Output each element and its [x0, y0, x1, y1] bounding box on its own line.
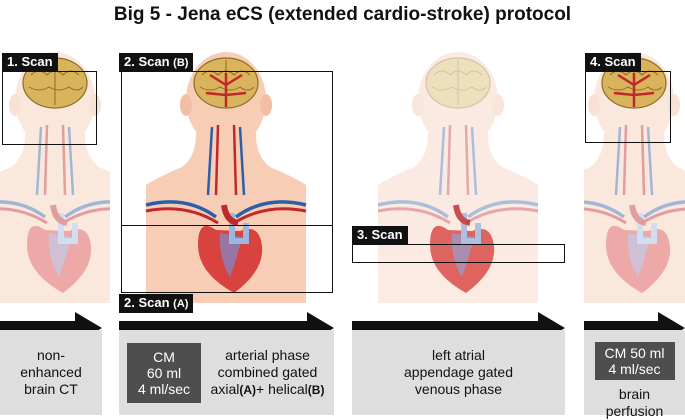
- body-illustration-3: [376, 52, 540, 303]
- phase-box-3: left atrial appendage gated venous phase: [352, 330, 565, 415]
- phase-4-line-1: brain: [618, 386, 651, 402]
- phase-3-line-1: left atrial: [432, 347, 485, 363]
- scan-label-2a: 2. Scan (A): [119, 294, 194, 313]
- phase-1-line-2: enhanced: [20, 364, 82, 380]
- cm-4-line-1: CM 50 ml: [604, 345, 665, 361]
- panel-scan-3: [352, 45, 565, 303]
- cm-2-line-2: 60 ml: [146, 364, 182, 381]
- panel-scan-2: [119, 45, 334, 303]
- phase-2-line-2: combined gated: [217, 363, 318, 380]
- cm-2-line-1: CM: [153, 348, 175, 365]
- phase-2-line-1: arterial phase: [225, 346, 310, 363]
- scan-label-3: 3. Scan: [352, 226, 408, 244]
- phase-box-2: CM 60 ml 4 ml/sec arterial phase combine…: [119, 330, 334, 415]
- phase-3-line-2: appendage gated: [404, 364, 513, 380]
- timeline-arrow-2: [119, 312, 334, 344]
- phase-box-1: non- enhanced brain CT: [0, 330, 102, 415]
- timeline-arrow-3: [352, 312, 565, 344]
- phase-2-line-3: axial(A)+ helical(B): [210, 380, 325, 397]
- panel-scan-4: [584, 45, 685, 303]
- phase-1-line-3: brain CT: [24, 381, 78, 397]
- contrast-media-box-4: CM 50 ml 4 ml/sec: [594, 342, 675, 380]
- cm-4-line-2: 4 ml/sec: [608, 361, 661, 377]
- scan-box-4: [585, 71, 671, 143]
- scan-box-2a: [121, 225, 333, 293]
- body-illustration-4: [584, 52, 685, 303]
- phase-box-4: CM 50 ml 4 ml/sec brain perfusion: [584, 330, 685, 419]
- scan-box-1: [2, 71, 97, 145]
- scan-label-2b: 2. Scan (B): [119, 53, 194, 72]
- phase-3-line-3: venous phase: [414, 381, 503, 397]
- phase-1-line-1: non-: [36, 347, 65, 363]
- contrast-media-box-2: CM 60 ml 4 ml/sec: [127, 342, 201, 403]
- phase-4-line-2: perfusion: [605, 403, 664, 419]
- scan-label-1: 1. Scan: [2, 53, 58, 71]
- scan-label-4: 4. Scan: [585, 53, 641, 71]
- scan-box-2b: [121, 71, 333, 226]
- scan-box-3: [352, 244, 565, 263]
- cm-2-line-3: 4 ml/sec: [137, 380, 191, 397]
- diagram-title: Big 5 - Jena eCS (extended cardio-stroke…: [113, 4, 572, 25]
- body-illustration-2: [144, 52, 308, 303]
